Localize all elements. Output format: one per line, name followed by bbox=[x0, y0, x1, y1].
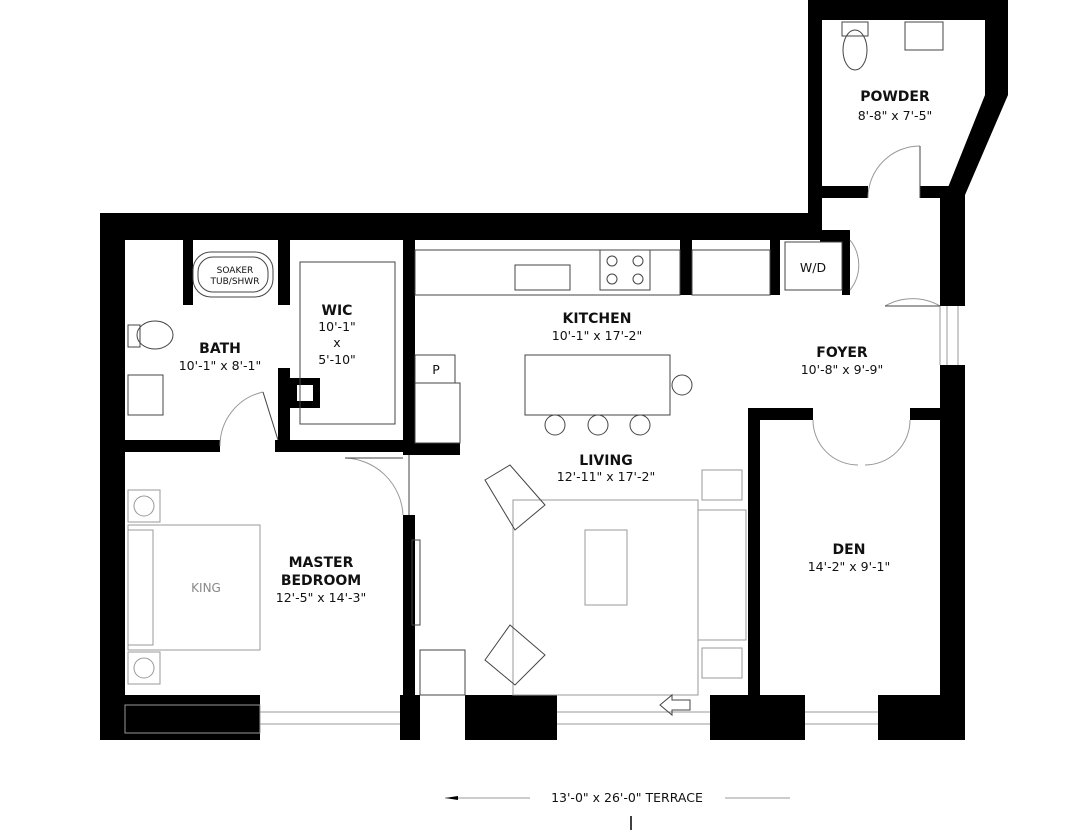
fixtures bbox=[127, 21, 944, 717]
svg-text:BEDROOM: BEDROOM bbox=[281, 573, 361, 589]
svg-text:12'-5" x 14'-3": 12'-5" x 14'-3" bbox=[276, 590, 366, 605]
powder-label: POWDER 8'-8" x 7'-5" bbox=[858, 89, 933, 123]
den-label: DEN 14'-2" x 9'-1" bbox=[808, 542, 891, 574]
tub-label: SOAKER TUB/SHWR bbox=[210, 266, 260, 287]
svg-text:LIVING: LIVING bbox=[579, 453, 632, 469]
svg-text:8'-8" x 7'-5": 8'-8" x 7'-5" bbox=[858, 108, 933, 123]
svg-text:SOAKER: SOAKER bbox=[217, 266, 254, 276]
bath-label: BATH 10'-1" x 8'-1" bbox=[179, 341, 262, 373]
svg-text:KITCHEN: KITCHEN bbox=[563, 311, 632, 327]
living-label: LIVING 12'-11" x 17'-2" bbox=[557, 453, 655, 484]
svg-text:14'-2" x 9'-1": 14'-2" x 9'-1" bbox=[808, 559, 891, 574]
master-bedroom-label: MASTER BEDROOM 12'-5" x 14'-3" bbox=[276, 555, 366, 605]
terrace-dimension: 13'-0" x 26'-0" TERRACE bbox=[445, 790, 790, 830]
doors bbox=[219, 145, 941, 516]
foyer-label: FOYER 10'-8" x 9'-9" bbox=[801, 345, 884, 377]
svg-text:BATH: BATH bbox=[199, 341, 241, 357]
svg-text:5'-10": 5'-10" bbox=[318, 352, 356, 367]
wic-label: WIC 10'-1" x 5'-10" bbox=[318, 303, 356, 367]
svg-text:TUB/SHWR: TUB/SHWR bbox=[210, 277, 260, 287]
svg-text:x: x bbox=[333, 335, 340, 350]
bed-label: KING bbox=[191, 581, 221, 595]
svg-text:FOYER: FOYER bbox=[816, 345, 868, 361]
windows bbox=[124, 306, 959, 734]
svg-text:DEN: DEN bbox=[833, 542, 866, 558]
svg-text:POWDER: POWDER bbox=[860, 89, 930, 105]
svg-text:10'-1" x 8'-1": 10'-1" x 8'-1" bbox=[179, 358, 262, 373]
svg-text:10'-1" x 17'-2": 10'-1" x 17'-2" bbox=[552, 328, 642, 343]
svg-text:10'-8" x 9'-9": 10'-8" x 9'-9" bbox=[801, 362, 884, 377]
svg-text:MASTER: MASTER bbox=[289, 555, 354, 571]
svg-text:10'-1": 10'-1" bbox=[318, 319, 356, 334]
washer-dryer-label: W/D bbox=[800, 260, 826, 275]
svg-text:WIC: WIC bbox=[322, 303, 353, 319]
svg-text:12'-11" x 17'-2": 12'-11" x 17'-2" bbox=[557, 469, 655, 484]
walls bbox=[100, 0, 1008, 740]
svg-text:13'-0" x 26'-0" TERRACE: 13'-0" x 26'-0" TERRACE bbox=[551, 790, 703, 805]
kitchen-label: KITCHEN 10'-1" x 17'-2" bbox=[552, 311, 642, 343]
pantry-label: P bbox=[432, 362, 440, 377]
